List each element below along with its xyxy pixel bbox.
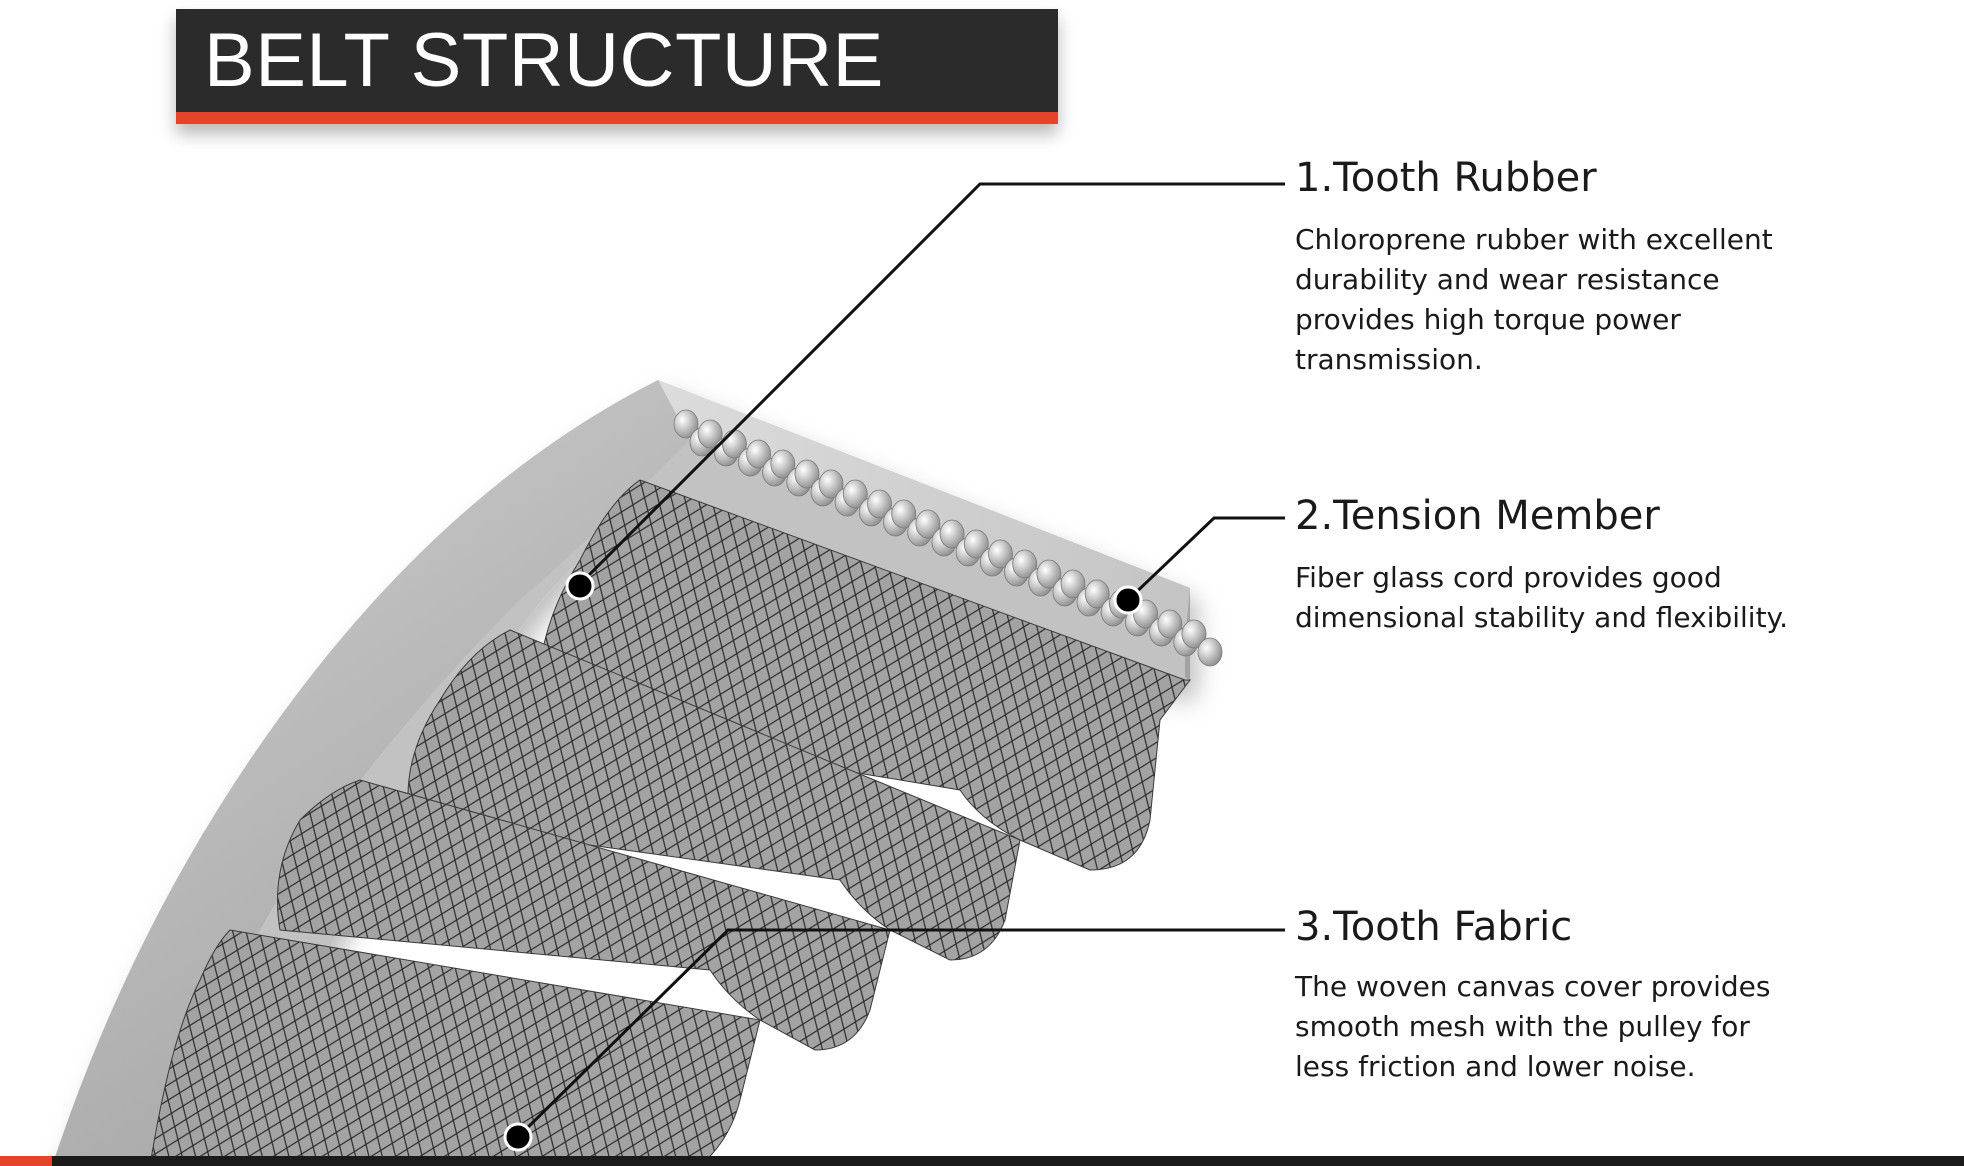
cord-strand (891, 499, 917, 529)
leader-line-tension-member (1126, 516, 1285, 602)
leader-dots (503, 571, 1143, 1152)
callout-description: The woven canvas cover provides smooth m… (1295, 970, 1771, 1083)
callout-heading: 3.Tooth Fabric (1295, 904, 1573, 950)
cord-strand (746, 439, 771, 469)
tooth-fabric-layer (149, 479, 1191, 1166)
callout-tooth-rubber: 1.Tooth Rubber Chloroprene rubber with e… (1295, 156, 1815, 380)
cord-strand (818, 469, 844, 499)
cord-strand (770, 449, 796, 479)
cord-strand (794, 459, 820, 489)
callout-description: Chloroprene rubber with excellent durabi… (1295, 223, 1773, 376)
callout-tooth-fabric: 3.Tooth Fabric The woven canvas cover pr… (1295, 905, 1815, 1087)
cord-strand (1012, 549, 1038, 579)
callout-tension-member: 2.Tension Member Fiber glass cord provid… (1295, 494, 1815, 638)
title-banner: BELT STRUCTURE (176, 9, 1058, 124)
leader-line-tooth-rubber (578, 182, 1285, 586)
leader-line-tooth-fabric (516, 928, 1285, 1139)
cord-strand (867, 489, 892, 519)
cord-strand (915, 509, 941, 539)
cord-strand (1036, 559, 1062, 589)
leader-lines (516, 182, 1285, 1139)
tooth-4 (149, 929, 761, 1166)
cord-strand (673, 409, 699, 439)
page-title: BELT STRUCTURE (204, 18, 884, 103)
tooth-3 (277, 779, 891, 1051)
cord-strand (988, 539, 1013, 569)
bottom-divider (0, 1156, 1964, 1166)
leader-dot-tooth-fabric (503, 1122, 533, 1152)
cord-strand (1157, 609, 1183, 639)
cord-strand (842, 479, 868, 509)
cord-strand (1060, 569, 1086, 599)
cord-strand (697, 419, 723, 449)
leader-dot-tooth-rubber (565, 571, 595, 601)
callout-heading: 2.Tension Member (1295, 493, 1660, 539)
cord-strand (1197, 637, 1223, 667)
leader-dot-tension-member (1113, 585, 1143, 615)
cord-strand (939, 519, 965, 549)
cord-strand (1181, 619, 1207, 649)
cord-strand (1084, 579, 1110, 609)
bottom-accent (0, 1156, 52, 1166)
callout-description: Fiber glass cord provides good dimension… (1295, 561, 1789, 634)
callout-heading: 1.Tooth Rubber (1295, 155, 1597, 201)
title-accent-bar (176, 112, 1058, 124)
cord-strand (963, 529, 989, 559)
